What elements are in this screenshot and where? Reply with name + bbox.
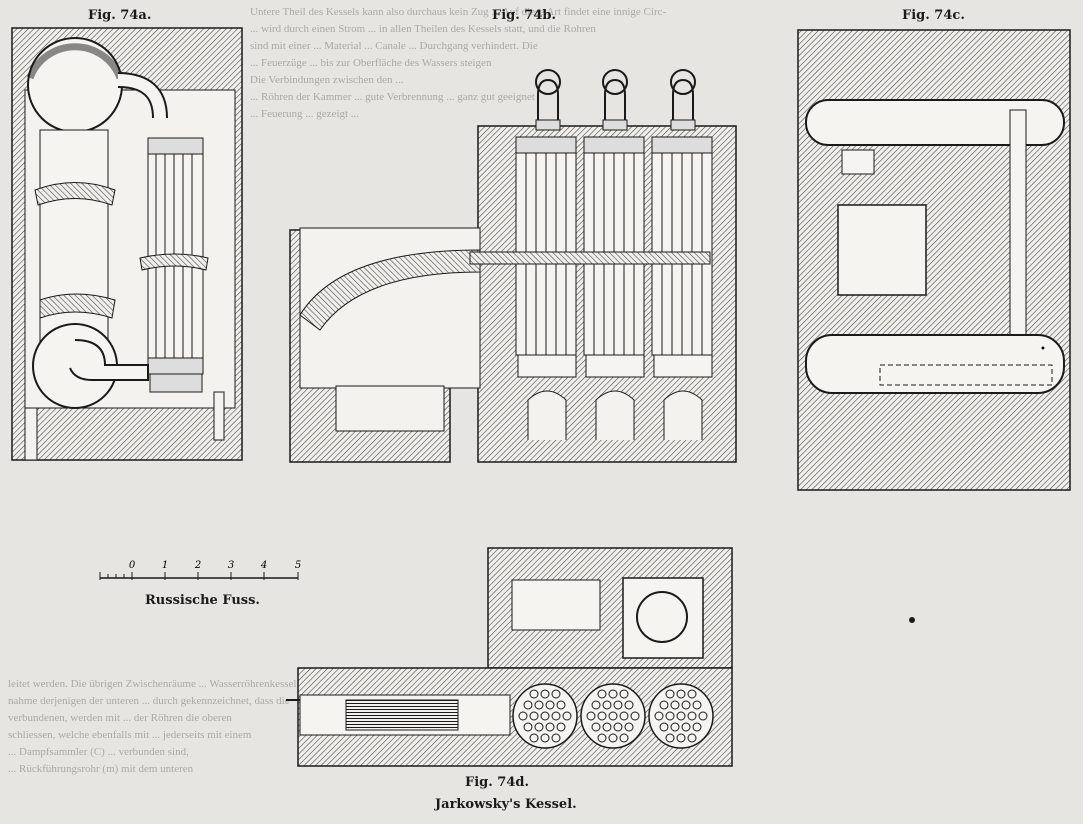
caption-fig-74a: Fig. 74a. (88, 8, 152, 23)
scale-tick-0: 0 (129, 560, 136, 571)
tube-section (529, 733, 539, 743)
tube-section (608, 711, 618, 721)
tube-section (681, 722, 691, 732)
tube-section (619, 733, 629, 743)
tube-section (597, 689, 607, 699)
tube-section (676, 711, 686, 721)
tube-section (681, 700, 691, 710)
bleed-line: Die Verbindungen zwischen den ... (250, 74, 404, 86)
bleed-line: Untere Theil des Kessels kann also durch… (250, 6, 667, 18)
tube-section (551, 733, 561, 743)
tube-section (659, 722, 669, 732)
figure-74a-drawing (11, 27, 243, 461)
tube-section (659, 700, 669, 710)
tube-section (529, 689, 539, 699)
scale-tick-4: 4 (260, 560, 267, 571)
tube-section (687, 689, 697, 699)
tube-section (534, 700, 544, 710)
tube-section (545, 722, 555, 732)
tube-section (540, 711, 550, 721)
tube-section (562, 711, 572, 721)
tube-section (665, 733, 675, 743)
tube-section (698, 711, 708, 721)
tube-section (608, 689, 618, 699)
bleed-line: verbundenen, werden mit ... der Röhren d… (8, 712, 232, 724)
tube-section (619, 689, 629, 699)
scale-tick-3: 3 (228, 560, 234, 571)
tube-section (545, 700, 555, 710)
tube-section (586, 711, 596, 721)
tube-section (654, 711, 664, 721)
tube-section (556, 700, 566, 710)
tube-section (692, 700, 702, 710)
bleed-line: leitet werden. Die übrigen Zwischenräume… (8, 678, 314, 690)
tube-section (692, 722, 702, 732)
tube-section (670, 700, 680, 710)
tube-section (602, 700, 612, 710)
bleed-line: schliessen, welche ebenfalls mit ... jed… (8, 729, 252, 741)
bleed-line: sind mit einer ... Material ... Canale .… (250, 40, 538, 52)
tube-section (665, 711, 675, 721)
scale-tick-5: 5 (295, 560, 301, 571)
caption-fig-74b: Fig. 74b. (492, 8, 557, 23)
scale-tick-2: 2 (194, 560, 201, 571)
tube-section (613, 722, 623, 732)
tube-unit-2 (583, 69, 645, 440)
figure-74b-drawing (289, 69, 737, 463)
tube-section (665, 689, 675, 699)
tube-section (619, 711, 629, 721)
figure-74d-drawing (286, 547, 733, 767)
tube-unit-3 (651, 69, 713, 440)
caption-fig-74c: Fig. 74c. (902, 8, 965, 23)
figure-74c-drawing (797, 29, 1071, 491)
caption-fig-74d: Fig. 74d. (465, 775, 530, 790)
scale-tick-1: 1 (162, 560, 168, 571)
tube-section (523, 700, 533, 710)
tube-section (523, 722, 533, 732)
bleed-line: ... Feuerzüge ... bis zur Oberfläche des… (250, 57, 492, 69)
tube-section (624, 722, 634, 732)
tube-section (529, 711, 539, 721)
tube-section (597, 733, 607, 743)
tube-section (676, 689, 686, 699)
tube-section (613, 700, 623, 710)
bleed-line: ... Rückführungsrohr (m) mit dem unteren (8, 763, 194, 775)
bleed-line: ... Dampfsammler (C) ... verbunden sind, (8, 746, 189, 758)
tube-section (540, 689, 550, 699)
tube-section (687, 711, 697, 721)
tube-section (687, 733, 697, 743)
bleed-line: nahme derjenigen der unteren ... durch g… (8, 695, 290, 707)
scale-bar: 0 1 2 3 4 5 (99, 560, 301, 580)
tube-section (556, 722, 566, 732)
bleed-line: ... Feuerung ... gezeigt ... (250, 108, 360, 120)
tube-section (591, 700, 601, 710)
stray-ink-dot: • (1040, 344, 1046, 355)
tube-section (624, 700, 634, 710)
tube-section (518, 711, 528, 721)
tube-section (676, 733, 686, 743)
tube-section (602, 722, 612, 732)
tube-section (670, 722, 680, 732)
tube-section (540, 733, 550, 743)
tube-section (608, 733, 618, 743)
tube-section (630, 711, 640, 721)
tube-section (534, 722, 544, 732)
tube-section (551, 711, 561, 721)
tube-unit-1 (515, 69, 577, 440)
subtitle-fig-74d: Jarkowsky's Kessel. (435, 797, 577, 812)
tube-section (591, 722, 601, 732)
bleed-line: ... wird durch einen Strom ... in allen … (250, 23, 596, 35)
scale-label: Russische Fuss. (145, 593, 260, 608)
tube-section (597, 711, 607, 721)
bleed-line: ... Röhren der Kammer ... gute Verbrennu… (250, 91, 535, 103)
tube-section (551, 689, 561, 699)
